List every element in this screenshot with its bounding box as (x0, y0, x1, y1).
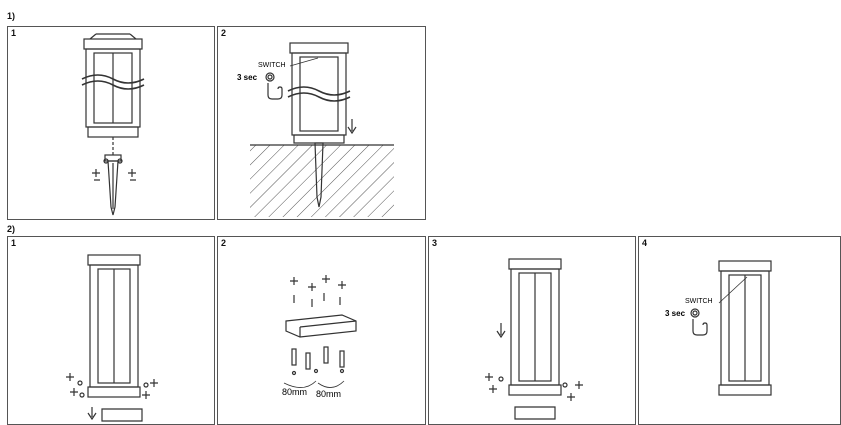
panel-1-1: 1 (7, 26, 215, 220)
panel-2-1: 1 (7, 236, 215, 425)
panel-2-4: 4 SWITCH 3 sec (638, 236, 841, 425)
switch-label: SWITCH (685, 298, 713, 305)
step-number: 2 (221, 28, 227, 38)
panel-2-3: 3 (428, 236, 636, 425)
panel-1-2: 2 SWITCH 3 sec (217, 26, 426, 220)
dimension-right-label: 80mm (316, 389, 341, 399)
bollard-base-removal-illustration (66, 254, 158, 422)
panel-2-2: 2 80mm 80mm (217, 236, 426, 425)
step-number: 1 (11, 28, 17, 38)
bollard-mounting-illustration (485, 258, 583, 420)
step-number: 4 (642, 238, 648, 248)
hold-duration-label: 3 sec (665, 309, 686, 318)
section-2-label: 2) (7, 224, 16, 234)
stake-lamp-install-illustration: SWITCH 3 sec (237, 42, 394, 217)
step-number: 1 (11, 238, 17, 248)
bollard-switch-illustration: SWITCH 3 sec (665, 260, 772, 396)
mounting-plate-illustration: 80mm 80mm (282, 275, 357, 399)
section-1-label: 1) (7, 11, 16, 21)
stake-lamp-exploded-illustration (81, 33, 145, 216)
hold-duration-label: 3 sec (237, 73, 258, 82)
step-number: 3 (432, 238, 438, 248)
switch-label: SWITCH (258, 62, 286, 69)
dimension-left-label: 80mm (282, 387, 307, 397)
step-number: 2 (221, 238, 227, 248)
